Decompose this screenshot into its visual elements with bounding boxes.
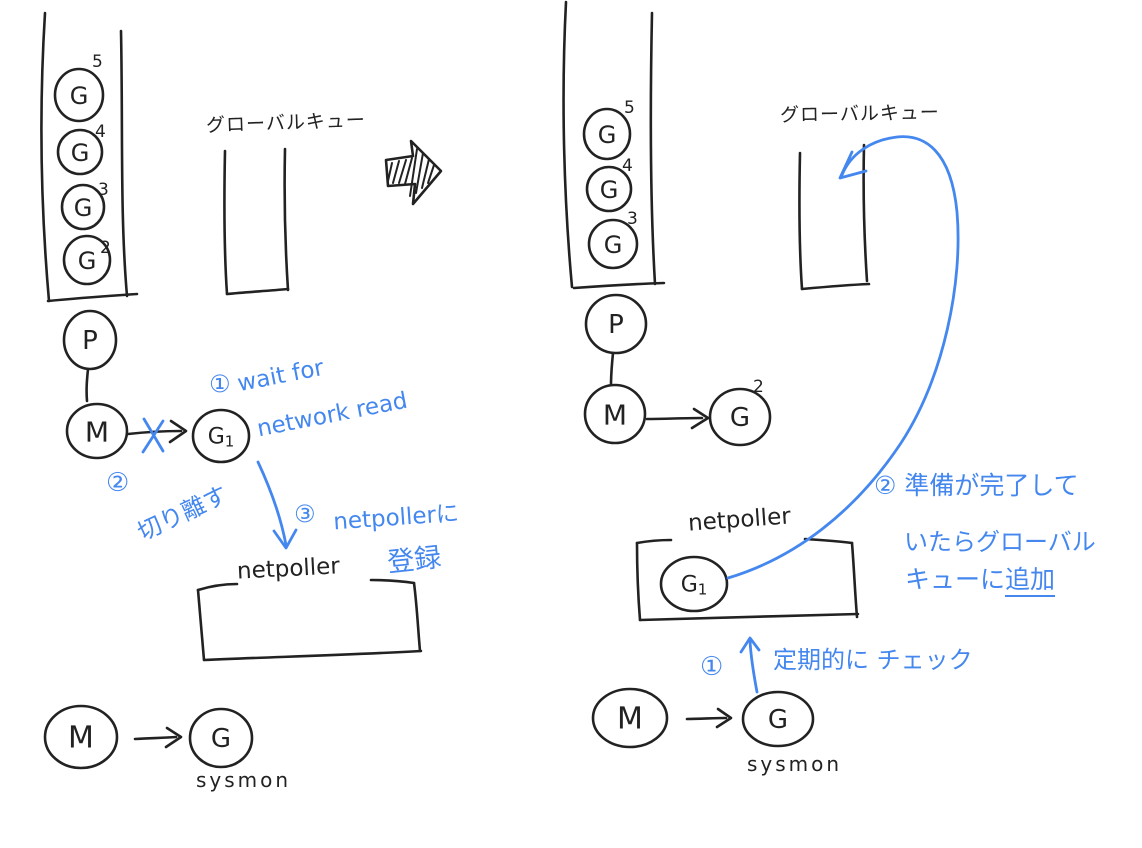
right-sysmon-m-circle: [591, 687, 669, 749]
g1-to-global-queue-curve: [726, 135, 960, 580]
right-m-circle: [583, 383, 647, 445]
right-sysmon-arrowhead: [715, 707, 733, 729]
left-m-to-g1-arrowhead: [168, 419, 188, 444]
right-sysmon-arrow: [685, 716, 728, 721]
right-m-to-g2-arrowhead: [690, 407, 710, 430]
right-netpoller-box: [635, 541, 642, 622]
right-step2-text-line3: キューに追加: [905, 560, 1056, 597]
left-sysmon-arrowhead: [164, 726, 183, 749]
right-goroutine-g5-sup: 5: [624, 98, 635, 118]
transform-arrow-hatching: [387, 148, 435, 197]
right-global-queue-label: グローバルキュー: [779, 101, 941, 127]
left-sysmon-g-circle: [188, 707, 254, 769]
left-step2-number: ②: [106, 468, 130, 498]
left-netpoller-box: [369, 578, 416, 585]
left-goroutine-g5-label: G: [69, 82, 89, 110]
right-global-queue-box: [862, 143, 869, 283]
left-m-circle: [65, 402, 129, 460]
right-netpoller-box: [803, 537, 854, 545]
right-p-m-link: [609, 351, 615, 387]
left-netpoller-box: [196, 588, 206, 662]
left-netpoller-box: [196, 582, 239, 592]
g1-to-netpoller-arrow: [256, 460, 288, 547]
left-step3-text-line2: 登録: [385, 542, 443, 579]
left-goroutine-g2-circle: [62, 234, 112, 286]
left-global-queue-box: [225, 287, 290, 296]
right-goroutine-g3-sup: 3: [627, 209, 638, 229]
left-g1-label: G1: [207, 424, 235, 451]
right-goroutine-g5-label: G: [597, 121, 617, 149]
right-run-queue-box: [649, 11, 657, 286]
right-m-to-g2-arrow: [645, 416, 704, 421]
left-sysmon-caption: sysmon: [196, 768, 292, 792]
left-goroutine-g3-circle: [60, 183, 106, 231]
left-m-label: M: [84, 415, 110, 449]
right-goroutine-g3-label: G: [603, 231, 623, 259]
right-netpoller-box: [850, 541, 859, 619]
right-p-label: P: [608, 310, 624, 340]
right-goroutine-g5-circle: [582, 107, 632, 161]
right-step2-text-line1: ② 準備が完了して: [874, 471, 1079, 500]
left-goroutine-g5-sup: 5: [92, 52, 103, 72]
right-g1-circle: [659, 555, 729, 613]
left-goroutine-g4-sup: 4: [95, 122, 106, 142]
left-p-m-link: [85, 367, 90, 403]
right-goroutine-g4-label: G: [599, 176, 619, 204]
left-goroutine-g3-sup: 3: [98, 180, 109, 200]
g1-to-netpoller-arrowhead: [272, 528, 298, 550]
right-sysmon-m-label: M: [617, 701, 643, 737]
right-step1-text: 定期的に チェック: [773, 646, 973, 674]
left-sysmon-m-circle: [43, 704, 119, 770]
right-sysmon-g-circle: [741, 690, 815, 748]
left-step1-number: ①: [209, 370, 231, 398]
periodic-check-arrow: [748, 639, 759, 694]
left-goroutine-g2-label: G: [77, 247, 97, 275]
right-sysmon-caption: sysmon: [747, 752, 843, 776]
right-m-label: M: [602, 398, 628, 432]
left-netpoller-box: [412, 581, 422, 653]
right-goroutine-g4-circle: [585, 165, 633, 213]
left-sysmon-m-label: M: [68, 720, 94, 756]
left-g1-circle: [191, 408, 251, 464]
left-sysmon-g-label: G: [210, 724, 232, 754]
right-run-queue-box: [572, 281, 666, 290]
right-p-circle: [584, 293, 648, 355]
left-global-queue-box: [223, 149, 229, 296]
left-step3-number: ③: [294, 500, 316, 528]
left-run-queue-box: [46, 292, 139, 303]
g1-to-global-queue-arrowhead: [838, 150, 868, 180]
right-sysmon-g-label: G: [767, 705, 789, 735]
right-run-queue-box: [562, 0, 574, 289]
periodic-check-arrowhead: [739, 636, 761, 654]
right-netpoller-box: [635, 538, 673, 545]
transform-arrow-icon: [384, 139, 443, 206]
left-sysmon-arrow: [133, 735, 178, 741]
left-p-circle: [62, 309, 118, 371]
right-goroutine-g4-sup: 4: [622, 156, 633, 176]
detach-x-icon: [141, 417, 165, 454]
left-goroutine-g2-sup: 2: [100, 238, 111, 258]
right-g1-label: G1: [680, 572, 708, 599]
left-goroutine-g4-label: G: [70, 139, 90, 167]
left-netpoller-box: [202, 649, 423, 662]
right-g2-sup: 2: [753, 377, 764, 397]
left-p-label: P: [82, 326, 98, 356]
left-netpoller-label: netpoller: [236, 553, 341, 585]
right-g2-label: G: [729, 403, 751, 433]
left-goroutine-g5-circle: [53, 67, 105, 123]
left-run-queue-box: [40, 11, 51, 303]
right-step1-number: ①: [700, 652, 724, 682]
right-netpoller-box: [638, 612, 860, 622]
left-goroutine-g3-label: G: [73, 194, 93, 222]
right-global-queue-box: [798, 151, 804, 291]
left-run-queue-box: [119, 29, 129, 298]
left-goroutine-g4-circle: [56, 128, 104, 176]
right-g2-circle: [708, 387, 772, 447]
right-global-queue-box: [800, 282, 871, 291]
right-step2-text-line2: いたらグローバル: [904, 528, 1096, 556]
left-global-queue-box: [283, 147, 290, 292]
right-goroutine-g3-circle: [587, 218, 639, 270]
left-global-queue-label: グローバルキュー: [205, 109, 367, 137]
